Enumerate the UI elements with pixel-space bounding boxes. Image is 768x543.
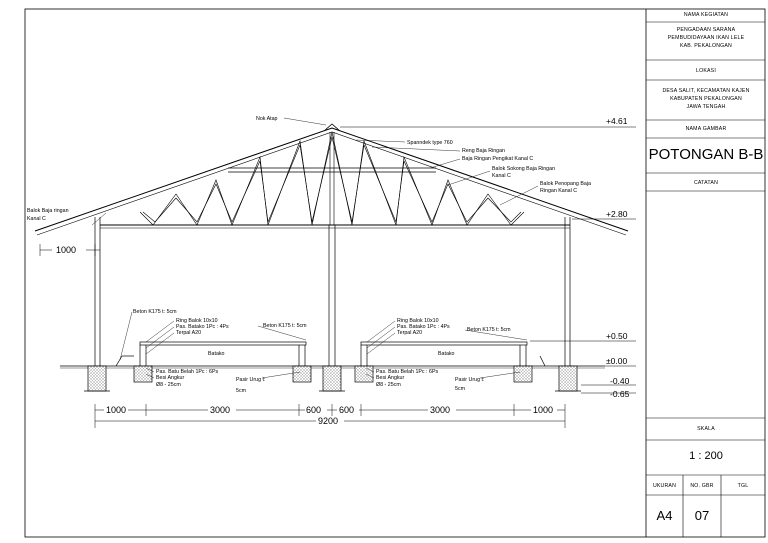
label-besi-size-left: Ø8 - 25cm	[156, 382, 181, 388]
label-pasir-left-1: Pasir Urug t:	[236, 377, 265, 383]
label-balok-left-1: Balok Baja ringan	[27, 208, 69, 214]
label-beton-mid: Beton K175 t: 5cm	[263, 323, 307, 329]
label-besi-size-right: Ø8 - 25cm	[376, 382, 401, 388]
lokasi-line-2: KABUPATEN PEKALONGAN	[670, 96, 742, 102]
dimension-labels: 1000 1000 3000 600 600 3000 1000 9200	[52, 245, 557, 426]
label-besi-right: Besi Angkur	[376, 375, 405, 381]
skala-label: SKALA	[697, 426, 715, 432]
ukuran-label: UKURAN	[652, 483, 677, 489]
level-neg-0-65: -0.65	[610, 389, 630, 399]
label-beton-right: Beton K175 t: 5cm	[467, 327, 511, 333]
leader-lines	[91, 117, 539, 379]
label-pas-batako-left: Pas. Batako 1Pc : 4Ps	[176, 324, 229, 330]
tgl-label: TGL	[737, 483, 749, 489]
label-terpal-right: Terpal A20	[397, 330, 422, 336]
label-nok-atap: Nok Atap	[256, 116, 278, 122]
catatan-label: CATATAN	[693, 180, 719, 186]
label-penopang-1: Balok Penopang Baja	[540, 181, 591, 187]
label-pas-batu-left: Pas. Batu Belah 1Pc : 6Ps	[156, 369, 218, 375]
label-sokong-1: Balok Sokong Baja Ringan	[492, 166, 555, 172]
nama-kegiatan-label: NAMA KEGIATAN	[683, 12, 729, 18]
dim-bottom-1: 1000	[106, 405, 126, 415]
level-2-80: +2.80	[606, 209, 628, 219]
dim-bottom-4: 600	[339, 405, 354, 415]
label-pas-batako-right: Pas. Batako 1Pc : 4Ps	[397, 324, 450, 330]
label-sokong-2: Kanal C	[492, 173, 511, 179]
label-pas-batu-right: Pas. Batu Belah 1Pc : 6Ps	[376, 369, 438, 375]
dim-bottom-6: 1000	[533, 405, 553, 415]
label-penopang-2: Ringan Kanal C	[540, 188, 577, 194]
dim-bottom-3: 600	[306, 405, 321, 415]
lokasi-line-3: JAWA TENGAH	[686, 104, 726, 110]
label-terpal-left: Terpal A20	[176, 330, 201, 336]
label-beton-left: Beton K175 t: 5cm	[133, 309, 177, 315]
dimension-lines	[39, 244, 566, 428]
nama-gambar: POTONGAN B-B	[648, 146, 764, 163]
nama-kegiatan-line-3: KAB. PEKALONGAN	[679, 43, 732, 49]
no-gbr-value: 07	[694, 508, 710, 523]
ukuran-value: A4	[656, 508, 673, 523]
ponds	[115, 341, 546, 383]
label-batako-right: Batako	[438, 351, 455, 357]
level-neg-0-40: -0.40	[610, 376, 630, 386]
level-0-50: +0.50	[606, 331, 628, 341]
label-pasir-right-2: 5cm	[455, 386, 466, 392]
roof-structure	[34, 123, 629, 236]
lokasi-label: LOKASI	[696, 68, 716, 74]
dim-bottom-2: 3000	[210, 405, 230, 415]
nama-kegiatan-line-2: PEMBUDIDAYAAN IKAN LELE	[667, 35, 745, 41]
level-0-00: ±0.00	[606, 356, 627, 366]
label-besi-left: Besi Angkur	[156, 375, 185, 381]
titleblock-grid	[646, 21, 765, 537]
dim-bottom-5: 3000	[430, 405, 450, 415]
label-ring-right: Ring Balok 10x10	[397, 318, 439, 324]
columns	[94, 217, 571, 372]
label-pengikat: Baja Ringan Pengikat Kanal C	[462, 156, 533, 162]
label-spandek: Spanndek type 760	[407, 140, 453, 146]
label-batako-left: Batako	[208, 351, 225, 357]
nama-gambar-label: NAMA GAMBAR	[685, 126, 727, 132]
dim-total: 9200	[318, 416, 338, 426]
label-balok-left-2: Kanal C	[27, 216, 46, 222]
skala-value: 1 : 200	[689, 450, 723, 462]
label-pasir-left-2: 5cm	[236, 388, 247, 394]
label-pasir-right-1: Pasir Urug t:	[455, 377, 484, 383]
level-labels: +4.61 +2.80 +0.50 ±0.00 -0.40 -0.65	[606, 116, 630, 399]
label-ring-left: Ring Balok 10x10	[176, 318, 218, 324]
no-gbr-label: NO. GBR	[690, 483, 714, 489]
nama-kegiatan-line-1: PENGADAAN SARANA	[676, 27, 736, 33]
sheet-border	[24, 8, 766, 538]
label-reng: Reng Baja Ringan	[462, 148, 505, 154]
lokasi-line-1: DESA SALIT, KECAMATAN KAJEN	[662, 88, 750, 94]
level-lines	[340, 126, 636, 394]
level-4-61: +4.61	[606, 116, 628, 126]
annotations: Nok Atap Spanndek type 760 Reng Baja Rin…	[27, 116, 591, 394]
dim-overhang: 1000	[56, 245, 76, 255]
